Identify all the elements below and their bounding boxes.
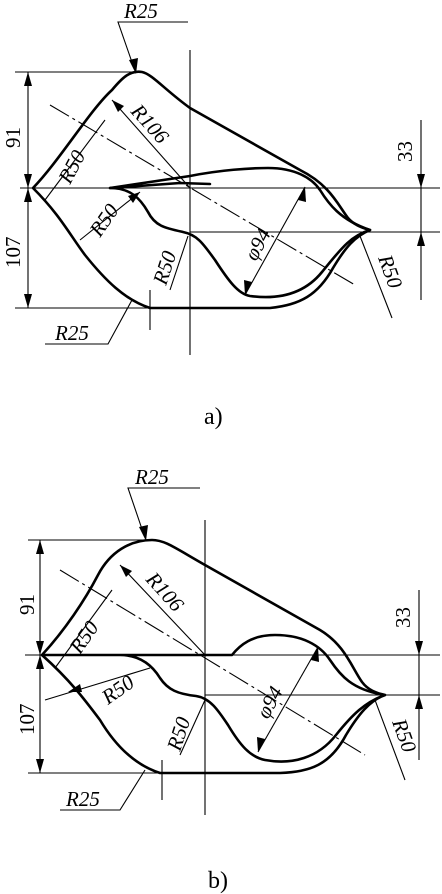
figure-b-phi94-label: φ94 xyxy=(251,682,288,723)
figure-a-r50-left-leader xyxy=(44,119,106,201)
figure-a-r106-arrow xyxy=(112,100,124,112)
figure-b-dim-107-label: 107 xyxy=(15,704,39,736)
figure-b-dim-91-label: 91 xyxy=(15,594,39,615)
figure-b-dim-33-arrow-top xyxy=(415,641,423,655)
figure-a-r25-top-arrow xyxy=(129,58,138,74)
figure-a-phi94-arrow-top xyxy=(298,187,306,202)
figure-b-r50-low-leader xyxy=(179,699,206,756)
figure-b-inner-groove xyxy=(40,633,387,763)
figure-b-r50-low-label: R50 xyxy=(162,713,196,754)
figure-b-r50-right-label: R50 xyxy=(387,715,422,756)
figure-a-dim-arrow-1 xyxy=(24,72,32,86)
figure-a-r25-bottom-leader xyxy=(45,299,133,345)
figure-b-r25-top-leader xyxy=(127,487,200,536)
figure-a-inner-line xyxy=(108,181,212,190)
figure-b-dim-arrow-3 xyxy=(36,655,44,669)
figure-b-dim-33-arrow-bottom xyxy=(415,695,423,709)
figure-a-inner-groove xyxy=(108,166,372,299)
figure-a-r50-low-leader xyxy=(169,235,189,291)
figure-b-phi94-arrow-bottom xyxy=(257,737,265,752)
figure-b-r25-top-arrow xyxy=(139,525,148,541)
figure-b-dim-arrow-2 xyxy=(36,641,44,655)
figure-b-r106-arrow xyxy=(120,565,132,577)
figure-a-r25-top-leader xyxy=(117,21,188,69)
figure-b-diagonal-centerline xyxy=(59,569,366,756)
figure-a-r106-leader xyxy=(111,99,191,189)
figure-b-r25-bottom-leader xyxy=(60,769,146,811)
figure-a-r50-right-leader xyxy=(359,235,393,319)
figure-a-diagonal-centerline xyxy=(49,104,356,286)
figure-b-r25-bottom-label: R25 xyxy=(65,787,100,811)
figure-a-phi94-leader xyxy=(244,186,306,296)
figure-a-r25-top-label: R25 xyxy=(123,0,158,23)
figure-b-r50-right-leader xyxy=(374,699,406,781)
figure-a-r50-mid-arrow xyxy=(128,192,140,203)
figure-b-r106-label: R106 xyxy=(141,567,190,617)
figure-a-phi94-label: φ94 xyxy=(239,224,276,265)
figure-a-r50-low-label: R50 xyxy=(148,247,182,288)
figure-a-r50-right-label: R50 xyxy=(373,251,408,292)
figure-b-r50-left-leader xyxy=(54,589,113,669)
figure-a-dim-107-label: 107 xyxy=(1,237,25,269)
figure-b: R25 R106 R50 R50 R50 φ94 R50 R25 xyxy=(15,465,440,894)
figure-b-dim-arrow-4 xyxy=(36,759,44,773)
figure-a-dim-91-label: 91 xyxy=(1,127,25,148)
figure-a-dim-33-arrow-bottom xyxy=(417,232,425,246)
figure-b-dim-33-label: 33 xyxy=(391,607,415,628)
figure-a-dim-arrow-3 xyxy=(24,188,32,202)
figure-b-r50-mid-label: R50 xyxy=(96,670,139,710)
figure-a-dim-33-arrow-top xyxy=(417,174,425,188)
figure-a-caption: a) xyxy=(204,404,223,430)
figure-b-r50-mid-leader xyxy=(44,667,151,701)
figure-b-r106-leader xyxy=(119,564,206,656)
figure-a-r25-bottom-label: R25 xyxy=(54,321,89,345)
figure-a-dim-arrow-4 xyxy=(24,294,32,308)
figure-b-r25-top-label: R25 xyxy=(134,465,169,489)
figure-b-dim-arrow-1 xyxy=(36,540,44,554)
figure-b-phi94-leader xyxy=(257,646,319,753)
figure-a-dim-33-label: 33 xyxy=(393,141,417,162)
figure-a: R25 R106 R50 R50 R50 φ94 R50 R25 xyxy=(1,0,440,430)
figure-a-r50-mid-label: R50 xyxy=(84,199,124,242)
figure-a-dim-arrow-2 xyxy=(24,174,32,188)
figure-a-r50-mid-leader xyxy=(79,191,141,241)
figure-a-phi94-arrow-bottom xyxy=(244,280,252,295)
figure-b-phi94-arrow-top xyxy=(311,647,319,662)
figure-b-r50-mid-arrow xyxy=(68,684,82,692)
figure-b-caption: b) xyxy=(208,868,228,894)
